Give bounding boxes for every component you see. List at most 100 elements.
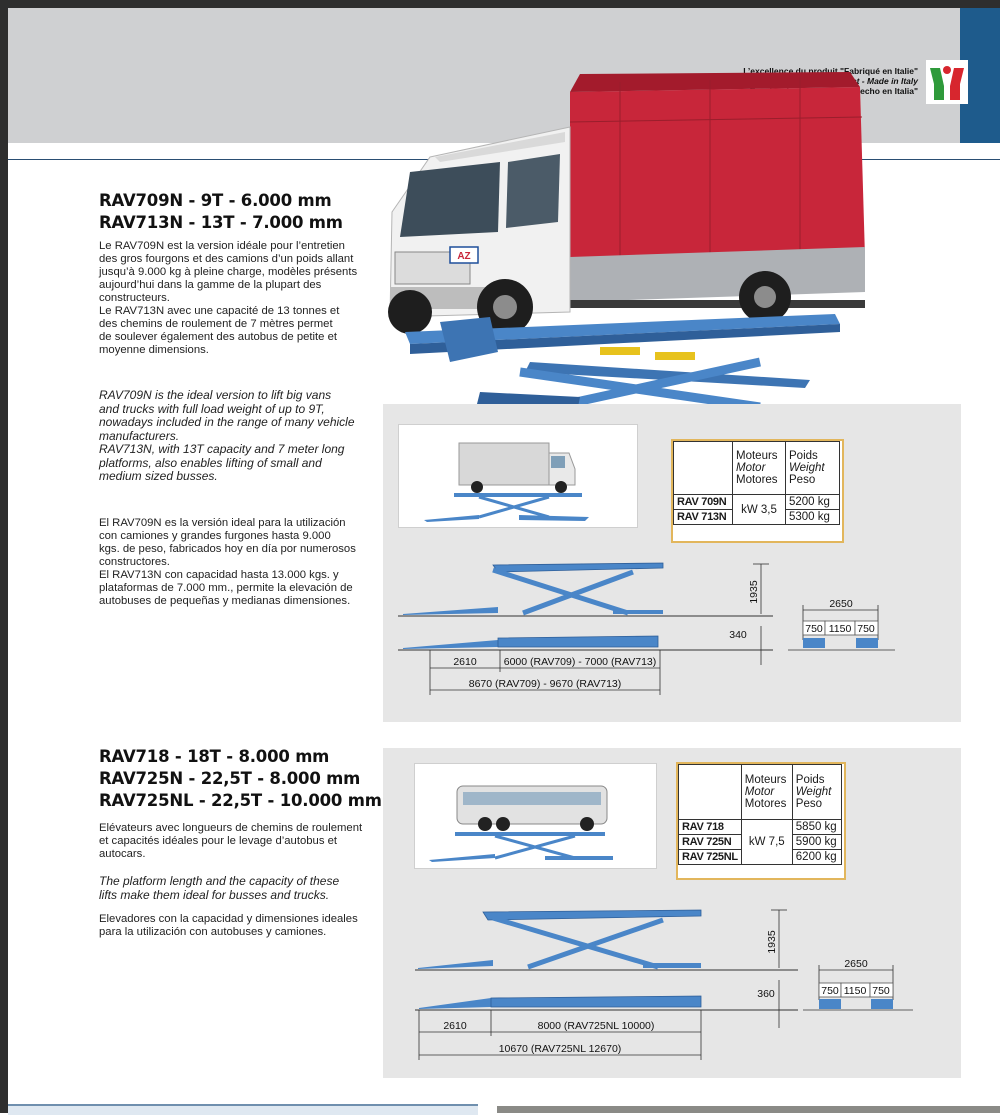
weight-cell: 6200 kg [791, 849, 843, 865]
weight-cell: 5300 kg [785, 509, 840, 525]
section1-spanish-text: El RAV709N es la versión ideal para la u… [99, 517, 369, 608]
section1-title: RAV709N - 9T - 6.000 mm RAV713N - 13T - … [99, 190, 343, 234]
top-border [0, 0, 1000, 8]
made-in-en: Top product - Made in Italy [810, 76, 918, 86]
text-line: platforms, also enables lifting of small… [99, 455, 322, 470]
text-line: Le RAV709N est la version idéale pour l’… [99, 240, 345, 252]
total-length-dimension: 8670 (RAV709) - 9670 (RAV713) [469, 678, 622, 690]
left-border [0, 0, 8, 1113]
text-line: The platform length and the capacity of … [99, 874, 340, 888]
text-line: El RAV709N es la versión ideal para la u… [99, 517, 346, 529]
section1-dimension-drawing: 1935 340 2610 6000 (RAV709) - 7000 (RAV7… [398, 562, 895, 695]
front-view-width: 2650 750 1150 750 [803, 958, 913, 1011]
section2-dimension-drawing: 1935 360 2610 8000 (RAV725NL 10000) 1067… [415, 909, 913, 1060]
text-line: Elévateurs avec longueurs de chemins de … [99, 822, 363, 834]
motor-header: Moteurs Motor Motores [740, 764, 793, 820]
cab-badge-text: AZ [457, 251, 470, 262]
section2-title: RAV718 - 18T - 8.000 mm RAV725N - 22,5T … [99, 746, 382, 812]
text-line: manufacturers. [99, 428, 180, 443]
width-segment-2: 1150 [844, 985, 867, 997]
section1-title-line-2: RAV713N - 13T - 7.000 mm [99, 213, 343, 232]
footer-box [8, 1104, 478, 1115]
model-cell: RAV 709N [673, 494, 733, 510]
width-segment-1: 750 [821, 985, 839, 997]
weight-cell: 5850 kg [791, 819, 843, 835]
width-total-dimension: 2650 [829, 598, 853, 610]
section2-title-line-3: RAV725NL - 22,5T - 10.000 mm [99, 791, 382, 810]
text-line: RAV713N, with 13T capacity and 7 meter l… [99, 442, 345, 456]
section1-title-line-1: RAV709N - 9T - 6.000 mm [99, 191, 332, 210]
made-in-fr: L’excellence du produit "Fabriqué en Ita… [743, 66, 918, 76]
width-segment-2: 1150 [829, 623, 852, 635]
front-view-width: 2650 750 1150 750 [788, 598, 895, 651]
section2-french-text: Elévateurs avec longueurs de chemins de … [99, 822, 369, 861]
text-line: con camiones y grandes furgones hasta 9.… [99, 530, 331, 542]
text-line: para la utilización con autobuses y cami… [99, 926, 327, 938]
section1-english-text: RAV709N is the ideal version to lift big… [99, 388, 379, 484]
width-segment-1: 750 [805, 623, 823, 635]
section2-spanish-text: Elevadores con la capacidad y dimensione… [99, 913, 369, 939]
text-line: des gros fourgons et des camions d’un po… [99, 253, 354, 265]
section1-spec-table: Moteurs Motor Motores Poids Weight Peso … [673, 441, 840, 525]
weight-cell: 5200 kg [785, 494, 840, 510]
section2-title-line-2: RAV725N - 22,5T - 8.000 mm [99, 769, 361, 788]
section2-bus-thumbnail [414, 763, 657, 869]
section1-truck-thumbnail [398, 424, 638, 528]
text-line: constructeurs. [99, 292, 170, 304]
section2-spec-table: Moteurs Motor Motores Poids Weight Peso … [678, 764, 843, 865]
truck-cab: AZ [389, 126, 571, 318]
power-cell: kW 3,5 [732, 494, 786, 525]
weight-cell: 5900 kg [791, 834, 843, 850]
section2-title-line-1: RAV718 - 18T - 8.000 mm [99, 747, 330, 766]
table-corner [678, 764, 742, 820]
ramp-dimension: 2610 [453, 656, 477, 668]
text-line: plataformas de 7.000 mm., permite la ele… [99, 582, 353, 594]
text-line: El RAV713N con capacidad hasta 13.000 kg… [99, 569, 339, 581]
text-line: RAV709N is the ideal version to lift big… [99, 388, 332, 402]
height-dimension: 1935 [748, 580, 760, 604]
length-dimensions: 2610 6000 (RAV709) - 7000 (RAV713) 8670 … [429, 650, 661, 695]
lift-lowered-side-view: 360 [415, 980, 798, 1028]
made-in-italy-logo-icon [926, 60, 968, 104]
bus-lift-thumbnail-icon [429, 785, 613, 862]
text-line: Le RAV713N avec une capacité de 13 tonne… [99, 305, 340, 317]
text-line: et capacités idéales pour le levage d’au… [99, 835, 338, 847]
text-line: moyenne dimensions. [99, 344, 209, 356]
height-dimension: 1935 [766, 930, 778, 954]
text-line: des chemins de roulement de 7 mètres per… [99, 318, 333, 330]
power-cell: kW 7,5 [740, 819, 793, 865]
text-line: Elevadores con la capacidad y dimensione… [99, 913, 358, 925]
length-dimensions: 2610 8000 (RAV725NL 10000) 10670 (RAV725… [418, 1010, 702, 1060]
text-line: de soulever également des autobus de pet… [99, 331, 338, 343]
section1-french-text: Le RAV709N est la version idéale pour l’… [99, 240, 369, 357]
lift-raised-side-view: 1935 [398, 562, 773, 617]
lift-raised-side-view: 1935 [415, 909, 798, 971]
truck-on-lift-photo: AZ [388, 72, 865, 437]
ramp-dimension: 2610 [443, 1020, 467, 1032]
weight-header: Poids Weight Peso [791, 764, 843, 820]
low-height-dimension: 360 [757, 988, 775, 1000]
model-cell: RAV 713N [673, 509, 733, 525]
text-line: and trucks with full load weight of up t… [99, 401, 325, 416]
model-cell: RAV 718 [678, 819, 742, 835]
model-cell: RAV 725N [678, 834, 742, 850]
low-height-dimension: 340 [729, 629, 747, 641]
platform-dimension: 6000 (RAV709) - 7000 (RAV713) [504, 656, 657, 668]
text-line: aujourd’hui dans la gamme de la plupart … [99, 279, 322, 291]
platform-dimension: 8000 (RAV725NL 10000) [538, 1020, 655, 1032]
text-line: autocars. [99, 848, 146, 860]
text-line: kgs. de peso, fabricados hoy en día por … [99, 543, 356, 555]
truck-wheels [388, 271, 791, 335]
width-segment-3: 750 [872, 985, 890, 997]
motor-header: Moteurs Motor Motores [732, 441, 786, 495]
section2-english-text: The platform length and the capacity of … [99, 874, 379, 902]
text-line: nowadays included in the range of many v… [99, 415, 355, 429]
text-line: constructores. [99, 556, 170, 568]
truck-box [569, 72, 865, 308]
table-corner [673, 441, 733, 495]
weight-header: Poids Weight Peso [785, 441, 840, 495]
text-line: autobuses de pequeñas y medianas dimensi… [99, 595, 351, 607]
lift-lowered-side-view: 340 [398, 626, 773, 665]
width-segment-3: 750 [857, 623, 875, 635]
truck-lift-thumbnail-icon [424, 442, 589, 522]
